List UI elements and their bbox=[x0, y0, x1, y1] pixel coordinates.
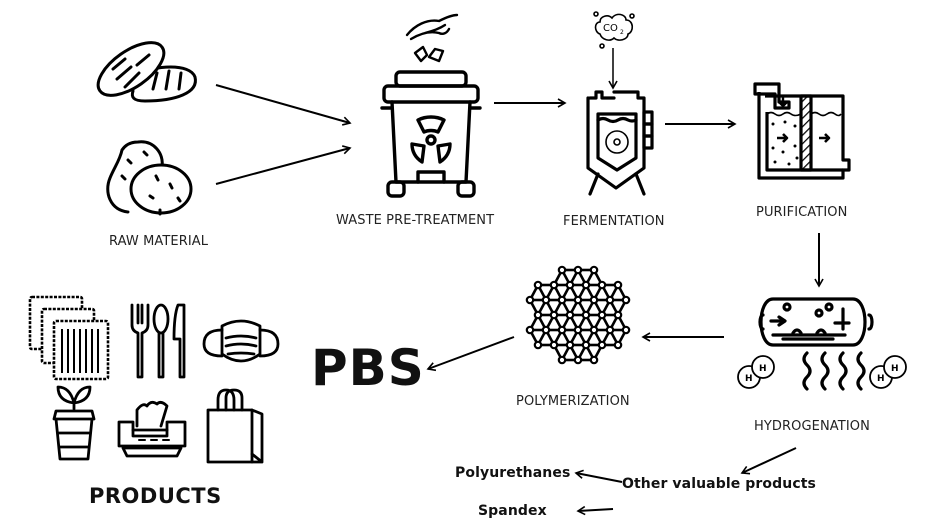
polymer-node bbox=[551, 282, 557, 288]
polymer-node bbox=[567, 312, 573, 318]
shopping-bag-icon bbox=[206, 388, 266, 464]
polymer-node bbox=[559, 357, 565, 363]
hydrogen-label: H bbox=[891, 364, 899, 374]
polymer-node bbox=[615, 342, 621, 348]
byproduct-spandex: Spandex bbox=[478, 503, 547, 519]
stage-label-purification: PURIFICATION bbox=[756, 205, 848, 220]
polymer-node bbox=[575, 357, 581, 363]
polymer-node bbox=[623, 327, 629, 333]
face-mask-icon bbox=[202, 318, 280, 368]
arrow-byproducts-to-polyurethanes bbox=[574, 469, 623, 483]
polymer-node bbox=[591, 327, 597, 333]
polymer-node bbox=[543, 297, 549, 303]
polymer-node bbox=[583, 282, 589, 288]
polymer-node bbox=[575, 267, 581, 273]
products-label: PRODUCTS bbox=[89, 484, 222, 508]
polymer-node bbox=[591, 297, 597, 303]
polymer-node bbox=[599, 342, 605, 348]
polymer-node bbox=[559, 267, 565, 273]
polymer-node bbox=[567, 342, 573, 348]
byproducts-source: Other valuable products bbox=[622, 476, 816, 492]
polymer-node bbox=[607, 297, 613, 303]
hydrogen-label: H bbox=[745, 374, 753, 384]
cutlery-icon bbox=[130, 303, 194, 381]
polymer-node bbox=[591, 357, 597, 363]
stage-label-hydrogenation: HYDROGENATION bbox=[754, 419, 870, 434]
polymer-node bbox=[543, 327, 549, 333]
co2-cloud-icon: CO 2 bbox=[592, 10, 636, 52]
hydrogen-label: H bbox=[877, 374, 885, 384]
polymer-node bbox=[527, 297, 533, 303]
arrow-byproducts-to-spandex bbox=[576, 505, 614, 516]
polymer-node bbox=[583, 312, 589, 318]
polymer-node bbox=[559, 297, 565, 303]
polymer-node bbox=[623, 297, 629, 303]
polymer-node bbox=[583, 342, 589, 348]
bread-icon bbox=[95, 35, 205, 105]
hydrogen-label: H bbox=[759, 364, 767, 374]
polymer-node bbox=[535, 342, 541, 348]
polymer-node bbox=[527, 327, 533, 333]
stage-label-waste-pretreatment: WASTE PRE-TREATMENT bbox=[336, 213, 495, 228]
polymer-node bbox=[575, 297, 581, 303]
waste-bin-icon bbox=[378, 70, 484, 198]
polymer-node bbox=[559, 327, 565, 333]
potato-icon bbox=[104, 140, 194, 218]
filtration-tank-icon bbox=[753, 82, 857, 188]
polymer-node bbox=[607, 327, 613, 333]
polymer-node bbox=[535, 312, 541, 318]
fermenter-icon bbox=[582, 86, 658, 196]
tissue-box-icon bbox=[115, 400, 189, 462]
polymer-node bbox=[535, 282, 541, 288]
arrow-polymerization-to-pbs bbox=[426, 336, 515, 372]
co2-subscript: 2 bbox=[620, 29, 624, 36]
stage-label-raw-material: RAW MATERIAL bbox=[109, 234, 209, 249]
byproduct-polyurethanes: Polyurethanes bbox=[455, 465, 571, 481]
polymer-node bbox=[567, 282, 573, 288]
arrow-hydrogenation-to-byproducts bbox=[740, 447, 797, 475]
arrow-potato-to-waste bbox=[215, 145, 352, 185]
stage-label-polymerization: POLYMERIZATION bbox=[516, 394, 630, 409]
polymer-network-icon bbox=[520, 262, 636, 374]
polymer-node bbox=[591, 267, 597, 273]
hand-icon bbox=[405, 13, 465, 65]
arrow-bread-to-waste bbox=[215, 84, 352, 126]
cup-plant-icon bbox=[48, 381, 100, 463]
polymer-node bbox=[599, 282, 605, 288]
wipes-icon bbox=[28, 295, 110, 381]
polymer-node bbox=[615, 282, 621, 288]
polymer-node bbox=[551, 312, 557, 318]
stage-label-fermentation: FERMENTATION bbox=[563, 214, 665, 229]
polymer-node bbox=[551, 342, 557, 348]
polymer-node bbox=[575, 327, 581, 333]
co2-label: CO bbox=[603, 23, 618, 34]
product-pbs: PBS bbox=[311, 339, 425, 397]
hydrogenation-reactor-icon: H H H H bbox=[733, 295, 913, 395]
polymer-node bbox=[599, 312, 605, 318]
polymer-node bbox=[615, 312, 621, 318]
